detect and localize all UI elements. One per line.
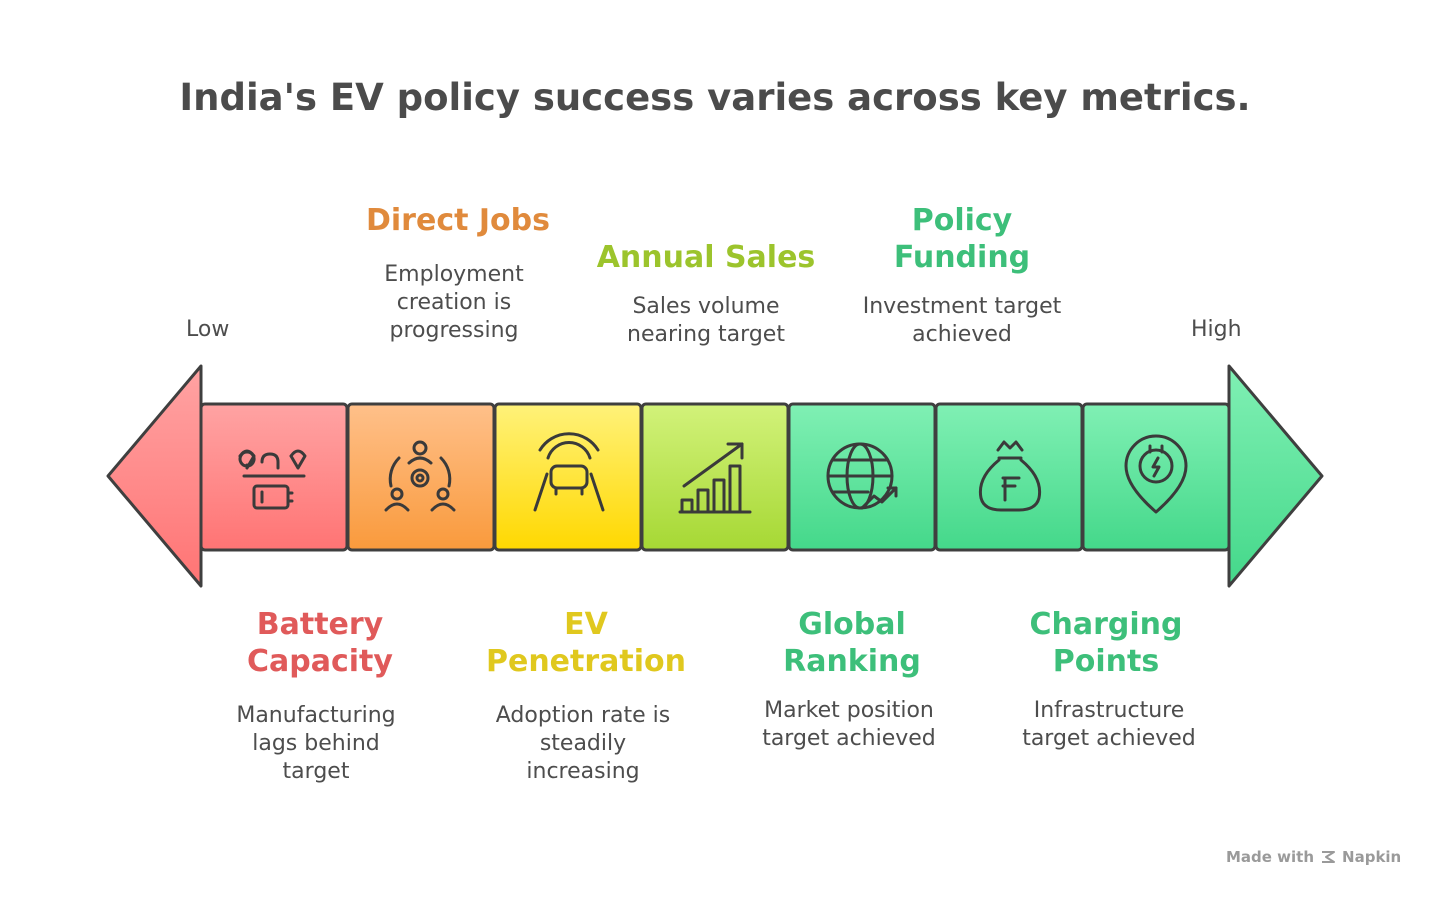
segment-direct-jobs — [346, 402, 496, 552]
battery-manufacturing-icon — [238, 449, 307, 510]
globe-trend-icon — [826, 442, 898, 510]
napkin-logo-icon — [1322, 851, 1336, 863]
page-title: India's EV policy success varies across … — [179, 76, 1251, 119]
team-gear-icon — [384, 440, 456, 512]
car-road-icon — [533, 432, 605, 512]
segment-ev-penetration — [493, 402, 643, 552]
arrow-head-left — [106, 364, 203, 588]
footer-credit: Made with Napkin — [1226, 848, 1401, 866]
heading-direct-jobs: Direct Jobs — [366, 203, 550, 238]
arrow-head-right — [1227, 364, 1324, 588]
charging-pin-icon — [1124, 434, 1188, 514]
heading-annual-sales: Annual Sales — [596, 240, 816, 275]
growth-chart-icon — [678, 442, 752, 514]
scale-high-label: High — [1191, 317, 1242, 342]
footer-brand: Napkin — [1342, 848, 1402, 866]
footer-prefix: Made with — [1226, 848, 1315, 866]
money-bag-icon — [978, 440, 1042, 512]
segment-charging-points — [1081, 402, 1231, 552]
segment-annual-sales — [640, 402, 790, 552]
scale-low-label: Low — [186, 317, 230, 342]
